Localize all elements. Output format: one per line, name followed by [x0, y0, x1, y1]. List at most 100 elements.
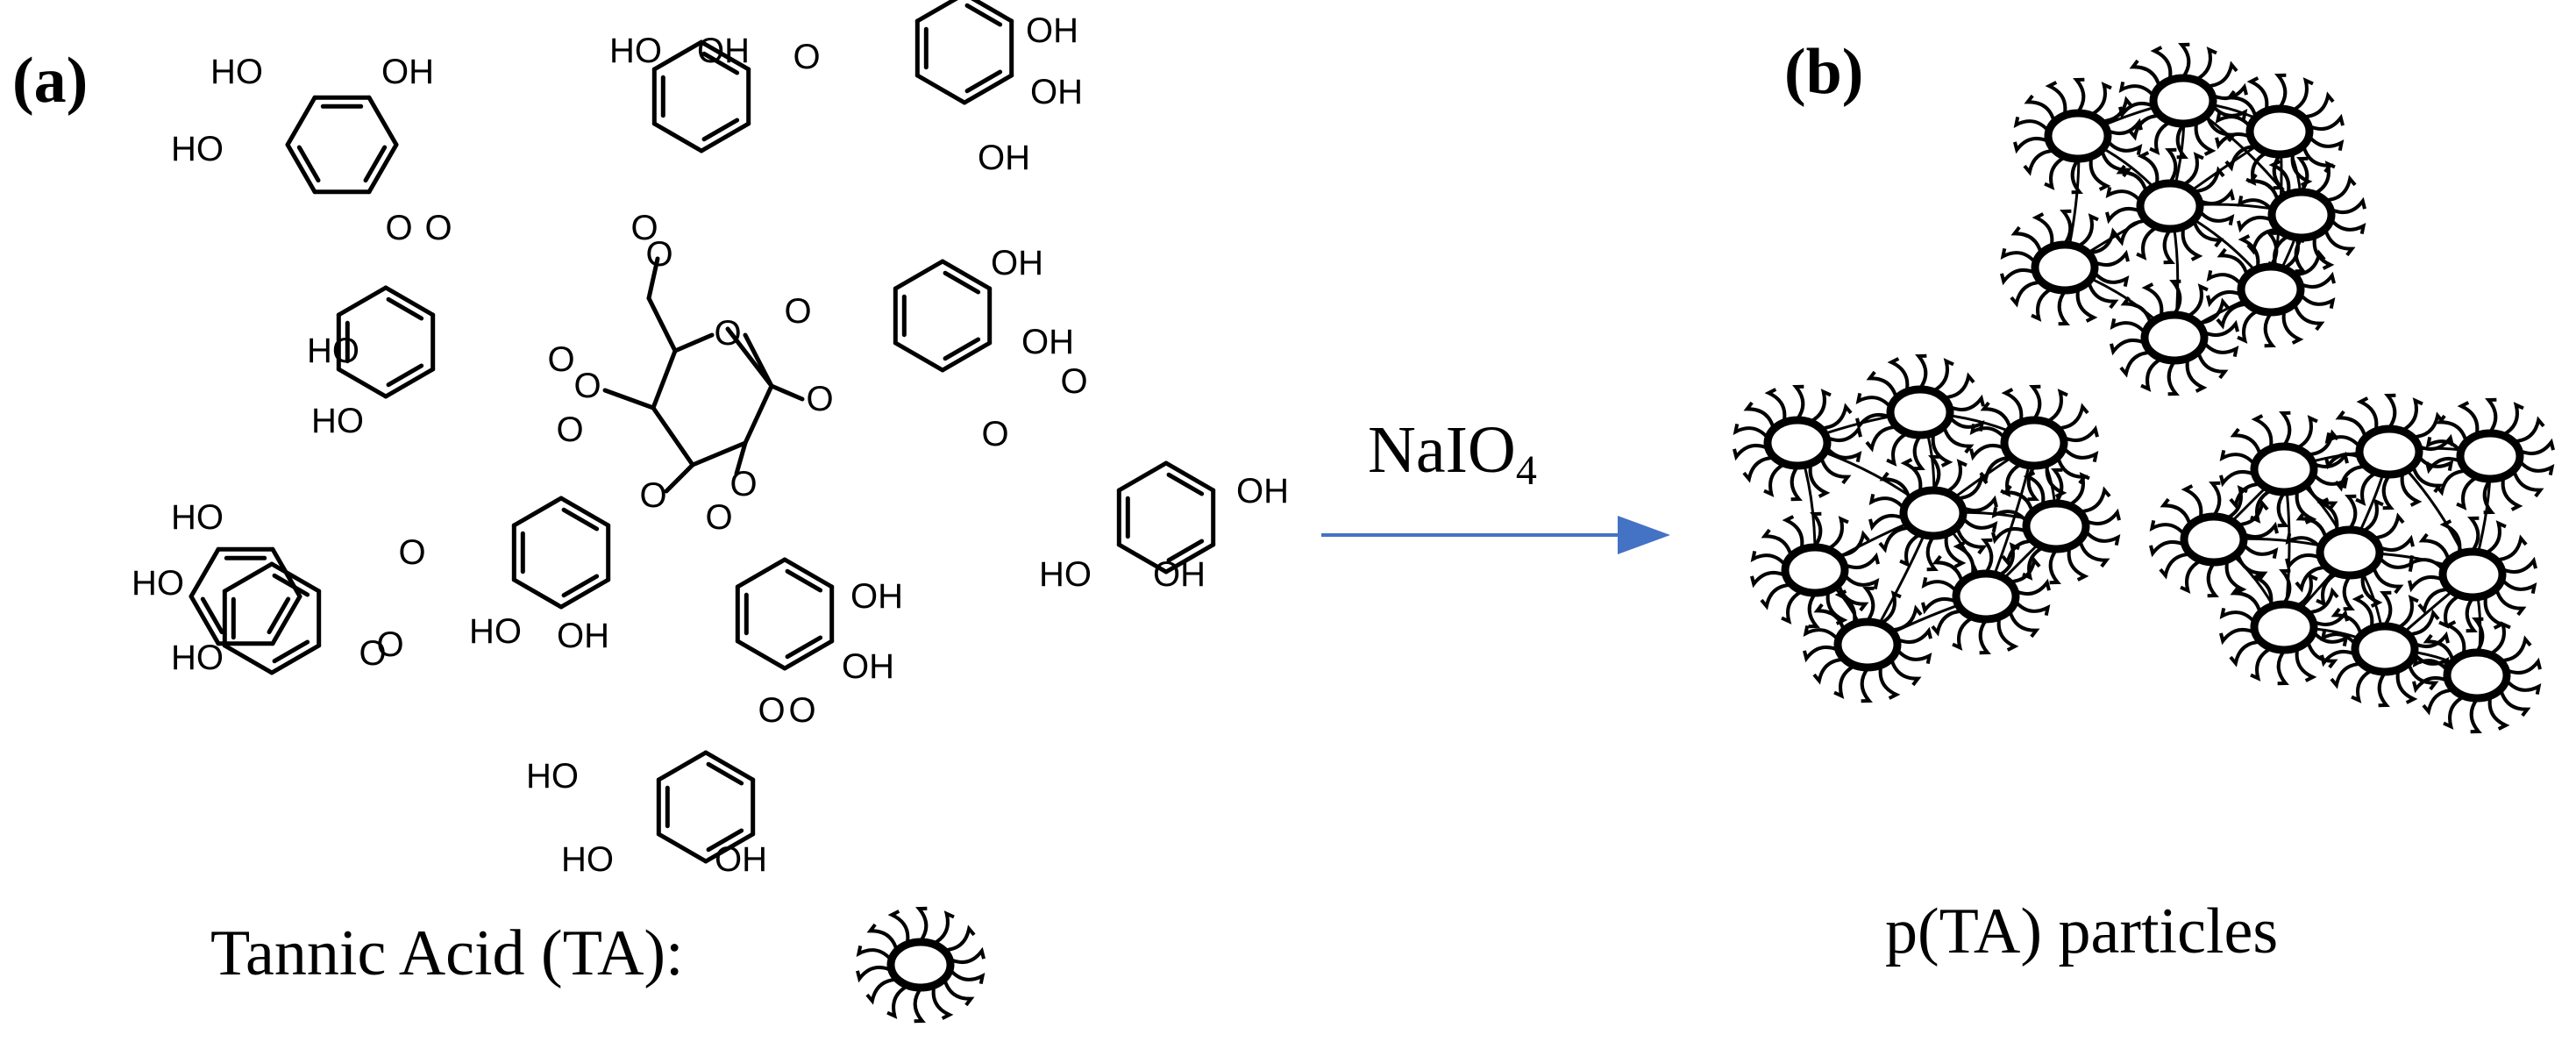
hair-chain — [1996, 616, 2019, 652]
hair-chain — [2334, 464, 2367, 492]
hair-chain — [2105, 207, 2142, 225]
atom-label-oh: OH — [1153, 555, 1206, 594]
hair-chain — [1895, 647, 1932, 665]
glucose-bond — [743, 383, 774, 446]
hair-chain — [1961, 495, 1998, 512]
tannic-acid-caption: Tannic Acid (TA): — [210, 917, 684, 989]
hair-chain — [2411, 411, 2444, 439]
hair-chain — [2241, 542, 2279, 560]
hair-chain — [2378, 534, 2415, 552]
hair-chain — [2224, 559, 2247, 595]
hair-chain — [2205, 61, 2238, 89]
atom-label-oh: OH — [1236, 472, 1289, 510]
ring-bond — [559, 577, 611, 610]
hair-chain — [2485, 397, 2498, 435]
atom-label-oh: OH — [978, 139, 1030, 177]
hair-chain — [2129, 59, 2161, 88]
hair-chain — [1981, 538, 1994, 575]
hair-chain — [2298, 292, 2336, 310]
atom-label-o: O — [714, 314, 741, 353]
glucose-bond — [769, 383, 805, 402]
hair-chain — [2500, 577, 2537, 595]
atom-label-ho: HO — [210, 53, 263, 91]
hair-chain — [1925, 534, 1939, 572]
hair-chain — [1733, 444, 1769, 461]
hair-chain — [2512, 469, 2544, 498]
hair-chain — [2078, 539, 2110, 568]
hair-chain — [2465, 596, 2478, 633]
hair-chain — [2517, 459, 2555, 476]
hair-chain — [2092, 270, 2130, 288]
hair-chain — [2045, 81, 2067, 117]
ring-bond — [940, 340, 993, 373]
ring-bond — [189, 594, 221, 646]
hair-chain — [2202, 340, 2239, 358]
ring-bond — [651, 39, 704, 72]
glucose-bond — [651, 405, 695, 467]
pta-particle — [2105, 147, 2235, 265]
ring-double-bond — [1166, 539, 1205, 563]
hair-chain — [2219, 628, 2256, 646]
particle-core — [2267, 188, 2336, 242]
ring-bond — [336, 285, 388, 318]
hair-chain — [1761, 528, 1793, 557]
ring-bond — [383, 285, 436, 318]
hair-chain — [2377, 555, 2415, 573]
atom-label-ho: HO — [171, 498, 224, 537]
hair-chain — [1782, 515, 1804, 551]
hair-chain — [1781, 589, 1804, 624]
pta-particle — [2215, 73, 2345, 190]
hair-chain — [2407, 662, 2439, 691]
hair-chain — [2384, 393, 2397, 431]
hair-chain — [2192, 166, 2225, 194]
hair-chain — [2395, 668, 2418, 704]
hair-chain — [2118, 81, 2156, 98]
particle-core — [2443, 648, 2511, 703]
hair-chain — [2518, 438, 2555, 455]
hair-chain — [1889, 658, 1922, 687]
hair-chain — [949, 946, 986, 964]
particle-core — [2237, 262, 2305, 317]
hair-chain — [2110, 339, 2146, 356]
hair-chain — [2013, 116, 2051, 133]
atom-label-ho: HO — [132, 564, 184, 603]
hair-chain — [2251, 414, 2274, 450]
hair-chain — [1868, 493, 1906, 510]
reagent-label: NaIO4 — [1368, 412, 1537, 495]
ring-bond — [656, 750, 708, 782]
reagent-subscript: 4 — [1515, 447, 1537, 494]
atom-label-o: O — [806, 380, 833, 418]
hair-chain — [2299, 271, 2336, 289]
hair-chain — [2236, 499, 2269, 527]
hair-chain — [2499, 689, 2531, 717]
hair-chain — [2119, 350, 2153, 378]
ring-bond — [511, 577, 564, 610]
ring-bond — [914, 73, 967, 105]
ring-double-bond — [706, 761, 744, 786]
ring-bond — [1116, 460, 1169, 493]
ring-bond — [222, 561, 274, 594]
hair-chain — [1868, 514, 1905, 532]
hair-chain — [2196, 351, 2229, 380]
atom-label-o: O — [729, 465, 757, 503]
hair-chain — [2229, 482, 2262, 510]
ring-bond — [270, 546, 302, 599]
hair-chain — [1960, 516, 1998, 533]
ring-double-bond — [701, 118, 740, 142]
hair-chain — [2110, 318, 2147, 335]
particle-core — [1833, 617, 1902, 672]
arrow-head — [1618, 516, 1670, 554]
atom-label-oh: OH — [697, 32, 750, 70]
hair-chain — [1952, 615, 1975, 651]
hair-chain — [2501, 556, 2537, 574]
hair-chain — [1948, 394, 1985, 411]
atom-label-ho: HO — [311, 402, 364, 440]
particle-core — [2316, 525, 2384, 580]
atom-label-o: O — [788, 691, 815, 730]
hair-chain — [932, 910, 955, 946]
hair-chain — [2351, 667, 2373, 703]
hair-chain — [2137, 151, 2160, 187]
hair-chain — [2380, 590, 2393, 628]
ring-double-bond — [386, 296, 424, 321]
hair-chain — [1866, 370, 1898, 399]
